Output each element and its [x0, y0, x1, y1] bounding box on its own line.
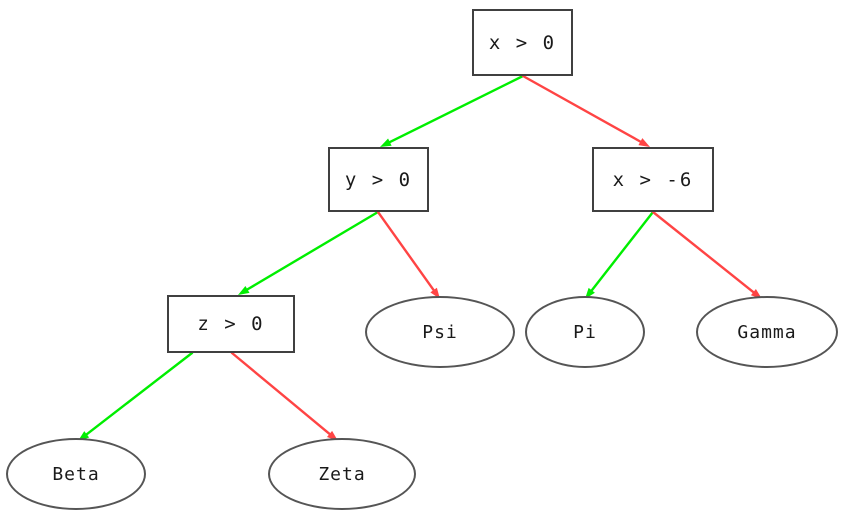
edge-true-root-to-ygt0: [380, 74, 525, 147]
node-y-gt-0[interactable]: y > 0: [328, 147, 429, 212]
leaf-node-pi[interactable]: Pi: [525, 296, 645, 368]
node-label: Zeta: [318, 463, 366, 485]
node-label: x > 0: [488, 31, 557, 54]
edge-arrowhead-icon: [380, 138, 392, 147]
edge-false-ygt0-to-psi: [376, 210, 440, 299]
edge-true-xgtm6-to-pi: [585, 210, 655, 299]
node-label: x > -6: [612, 168, 694, 191]
edge-line: [590, 210, 655, 292]
node-x-gt-minus-6[interactable]: x > -6: [592, 147, 714, 212]
node-label: Pi: [573, 321, 597, 343]
edge-false-zgt0-to-zeta: [230, 351, 338, 441]
edge-true-zgt0-to-beta: [78, 351, 194, 441]
node-z-gt-0[interactable]: z > 0: [167, 295, 295, 353]
node-label: Psi: [422, 321, 458, 343]
leaf-node-beta[interactable]: Beta: [6, 438, 146, 510]
edge-line: [388, 74, 525, 144]
leaf-node-zeta[interactable]: Zeta: [268, 438, 416, 510]
edge-line: [85, 351, 194, 436]
edge-line: [521, 74, 642, 143]
leaf-node-gamma[interactable]: Gamma: [696, 296, 838, 368]
edge-line: [651, 210, 755, 294]
node-root-x-gt-0[interactable]: x > 0: [472, 9, 573, 76]
node-label: Gamma: [737, 321, 797, 343]
edge-line: [246, 210, 380, 291]
edge-arrowhead-icon: [638, 138, 650, 147]
edge-false-root-to-xgtm6: [521, 74, 650, 147]
leaf-node-psi[interactable]: Psi: [365, 296, 515, 368]
node-label: z > 0: [197, 313, 265, 335]
node-label: Beta: [52, 463, 100, 485]
edge-false-xgtm6-to-gamma: [651, 210, 762, 299]
edge-true-ygt0-to-zgt0: [238, 210, 380, 295]
edge-line: [376, 210, 435, 292]
edge-line: [230, 351, 331, 436]
node-label: y > 0: [344, 168, 413, 191]
edge-arrowhead-icon: [238, 285, 250, 295]
